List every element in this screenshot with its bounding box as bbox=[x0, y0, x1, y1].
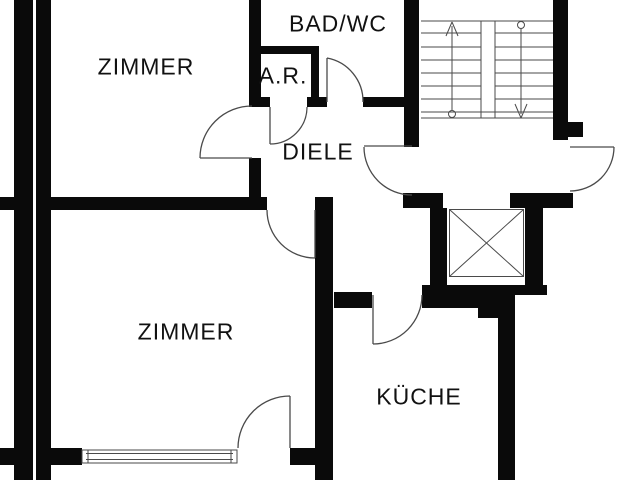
stair-divider bbox=[480, 21, 496, 118]
kitchen-door bbox=[372, 294, 423, 345]
room-label-zimmer-bottom: ZIMMER bbox=[137, 318, 235, 345]
room-top-door bbox=[199, 105, 253, 159]
wall-bath-bottom-2 bbox=[307, 97, 327, 107]
elevator-cross-icon bbox=[449, 209, 524, 277]
wall-lobby-right bbox=[510, 193, 573, 208]
bathroom-door bbox=[326, 57, 364, 103]
room-label-bad-wc: BAD/WC bbox=[289, 10, 387, 37]
wall-elevator-left bbox=[430, 208, 447, 290]
room-label-zimmer-top: ZIMMER bbox=[97, 53, 195, 80]
wall-kitchen-right bbox=[498, 318, 515, 480]
wall-bottom-right bbox=[290, 448, 333, 465]
wall-outer-left-a bbox=[14, 0, 33, 480]
wall-bath-bottom-3 bbox=[363, 97, 405, 107]
wall-roombottom-right bbox=[315, 210, 333, 480]
room-label-diele: DIELE bbox=[282, 138, 354, 165]
apartment-entry-door bbox=[363, 145, 413, 196]
walls bbox=[0, 0, 583, 480]
elevator-box bbox=[449, 209, 524, 277]
window-frame bbox=[81, 449, 238, 464]
wall-storage-top bbox=[255, 46, 319, 54]
wall-left-stub-bottom bbox=[0, 448, 14, 465]
storage-door bbox=[269, 106, 308, 145]
wall-roomtop-hall-lower bbox=[249, 158, 261, 197]
doors bbox=[199, 57, 615, 449]
wall-kitchen-top-right bbox=[422, 292, 480, 308]
wall-stair-right-stub bbox=[568, 122, 583, 137]
wall-bath-bottom-1 bbox=[249, 97, 270, 107]
room-bottom-exterior-door bbox=[237, 395, 291, 449]
wall-bottom-left bbox=[51, 448, 82, 465]
neighbor-entry-door bbox=[569, 146, 615, 192]
stairs-up-arrow bbox=[445, 21, 459, 118]
wall-stair-right bbox=[553, 0, 568, 140]
wall-middle-horizontal bbox=[36, 197, 267, 210]
window bbox=[81, 449, 238, 464]
window-panes bbox=[86, 450, 233, 463]
wall-outer-left-b bbox=[36, 0, 51, 480]
wall-left-stub-middle bbox=[0, 197, 14, 210]
stair-treads bbox=[421, 20, 553, 119]
room-bottom-door bbox=[266, 209, 316, 259]
staircase bbox=[421, 20, 553, 119]
wall-kitchen-top-left bbox=[334, 292, 372, 308]
wall-kitchen-right-stub bbox=[478, 295, 515, 318]
wall-elevator-bottom bbox=[422, 285, 547, 295]
wall-lobby-left bbox=[403, 193, 443, 208]
room-label-abstellraum: A.R. bbox=[258, 62, 308, 89]
wall-storage-right bbox=[311, 54, 319, 98]
wall-middle-stub bbox=[315, 197, 333, 210]
wall-elevator-right bbox=[525, 208, 543, 290]
room-label-kueche: KÜCHE bbox=[376, 383, 462, 410]
wall-stair-left bbox=[404, 0, 419, 147]
elevator-shaft bbox=[449, 209, 524, 277]
stairs-down-arrow bbox=[514, 21, 528, 119]
